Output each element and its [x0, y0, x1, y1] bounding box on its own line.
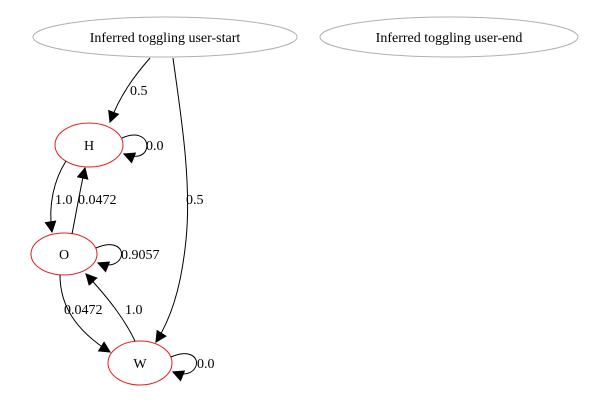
edge-w-self-label: 0.0 — [197, 357, 215, 372]
edge-h-to-o-line — [44, 160, 67, 234]
state-node-w-shape — [107, 340, 173, 386]
edge-o-self-label: 0.9057 — [121, 248, 160, 263]
edge-start-to-w-label: 0.5 — [186, 193, 204, 208]
edge-o-to-h: 0.0472 — [71, 166, 117, 235]
edge-start-to-w: 0.5 — [155, 57, 204, 344]
state-node-o: O — [30, 232, 98, 276]
start-node-label: Inferred toggling user-start — [90, 31, 241, 46]
edge-start-to-h: 0.5 — [108, 57, 151, 124]
edge-w-to-o-label: 1.0 — [125, 303, 143, 318]
edge-o-to-h-line — [71, 166, 89, 235]
edge-o-to-w-line — [59, 274, 112, 353]
edge-o-to-w-label: 0.0472 — [64, 303, 103, 318]
start-node-shape — [32, 16, 298, 58]
edge-o-to-h-label: 0.0472 — [78, 193, 117, 208]
end-node: Inferred toggling user-end — [319, 16, 579, 58]
end-node-shape — [319, 16, 579, 58]
edge-h-to-o-label: 1.0 — [55, 193, 73, 208]
edge-start-to-h-line — [108, 57, 151, 124]
state-node-h-shape — [54, 122, 124, 168]
start-node: Inferred toggling user-start — [32, 16, 298, 58]
edge-w-self: 0.0 — [170, 353, 215, 382]
end-node-label: Inferred toggling user-end — [376, 31, 523, 46]
edge-w-self-line — [170, 353, 198, 382]
state-node-o-shape — [30, 232, 98, 276]
edge-start-to-w-line — [155, 57, 189, 344]
edge-w-to-o: 1.0 — [85, 273, 143, 342]
edge-o-to-w: 0.0472 — [59, 274, 112, 353]
edge-h-to-o: 1.0 — [44, 160, 73, 234]
state-node-o-label: O — [59, 248, 69, 263]
edge-h-self: 0.0 — [121, 134, 164, 164]
edge-h-self-label: 0.0 — [146, 139, 164, 154]
edge-start-to-h-label: 0.5 — [130, 84, 148, 99]
state-node-h: H — [54, 122, 124, 168]
edge-h-self-line — [121, 134, 148, 164]
state-node-h-label: H — [84, 139, 94, 154]
edge-o-self-line — [95, 244, 123, 273]
edge-w-to-o-line — [85, 273, 136, 342]
state-node-w: W — [107, 340, 173, 386]
state-node-w-label: W — [133, 357, 147, 372]
edge-o-self: 0.9057 — [95, 244, 160, 273]
